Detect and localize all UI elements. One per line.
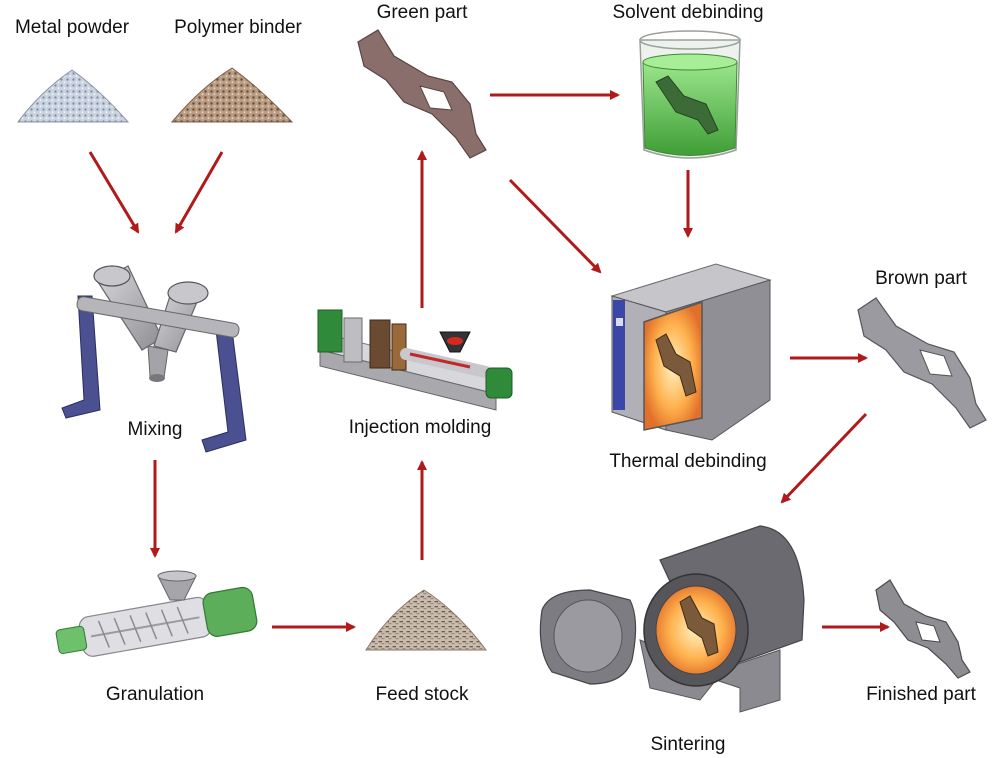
porous-part-icon xyxy=(857,297,987,429)
screw-granulator-icon xyxy=(55,570,258,657)
thermal-debinding-label: Thermal debinding xyxy=(609,451,766,472)
arrow-brown-part-to-sintering xyxy=(780,412,868,504)
y-blender-icon xyxy=(61,265,247,453)
sintering-furnace-icon xyxy=(539,525,805,713)
arrow-metal-powder-to-mixing xyxy=(88,151,140,234)
sintering-label: Sintering xyxy=(651,734,726,755)
mixing-label: Mixing xyxy=(128,419,183,440)
feedstock-pellets-icon xyxy=(365,589,487,651)
wrench-part-icon xyxy=(357,29,487,159)
injection-molding-node: Injection molding xyxy=(317,309,513,438)
injection-molding-label: Injection molding xyxy=(349,417,492,438)
feed-stock-node: Feed stock xyxy=(365,589,487,705)
arrow-polymer-binder-to-mixing xyxy=(174,151,224,234)
gray-powder-heap-icon xyxy=(17,69,130,123)
flow-arrows xyxy=(88,90,890,632)
sintering-node: Sintering xyxy=(539,525,805,755)
feed-stock-label: Feed stock xyxy=(376,684,469,705)
polymer-binder-node: Polymer binder xyxy=(170,17,303,123)
granulation-label: Granulation xyxy=(106,684,204,705)
brown-part-label: Brown part xyxy=(875,268,968,289)
finished-part-icon xyxy=(875,579,971,679)
brown-part-node: Brown part xyxy=(857,268,987,429)
metal-powder-label: Metal powder xyxy=(15,17,130,38)
green-part-node: Green part xyxy=(357,2,487,159)
thermal-debinding-node: Thermal debinding xyxy=(609,263,772,472)
solvent-debinding-label: Solvent debinding xyxy=(612,2,763,23)
mixing-node: Mixing xyxy=(61,265,247,453)
polymer-binder-label: Polymer binder xyxy=(174,17,302,38)
solvent-debinding-node: Solvent debinding xyxy=(612,2,764,159)
injection-machine-icon xyxy=(317,309,513,411)
brown-granule-heap-icon xyxy=(170,67,294,123)
finished-part-label: Finished part xyxy=(866,684,977,705)
arrow-green-part-to-thermal-debinding xyxy=(508,178,602,274)
finished-part-node: Finished part xyxy=(866,579,977,705)
granulation-node: Granulation xyxy=(55,570,258,705)
oven-icon xyxy=(610,263,772,441)
metal-powder-node: Metal powder xyxy=(15,17,130,123)
green-part-label: Green part xyxy=(377,2,469,23)
solvent-beaker-icon xyxy=(639,30,741,159)
